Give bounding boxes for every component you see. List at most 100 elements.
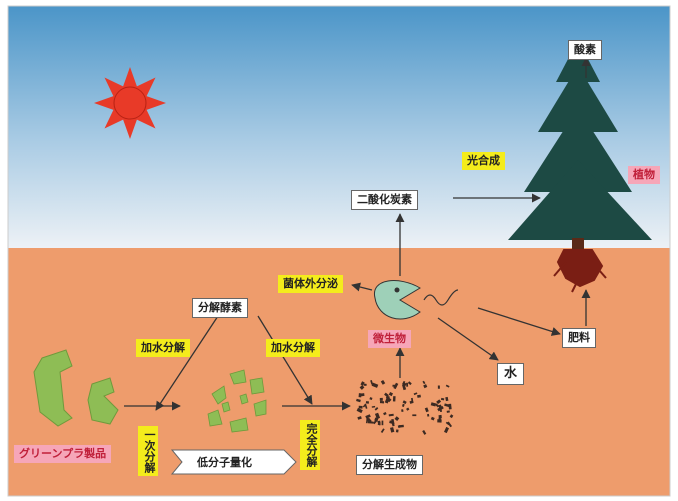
decomposition-product-speck	[437, 385, 440, 389]
decomposition-product-speck	[436, 399, 442, 405]
fertilizer-label: 肥料	[562, 328, 596, 348]
tree-icon	[508, 40, 652, 252]
decomposition-product-speck	[357, 416, 362, 420]
decomposition-product-speck	[394, 416, 400, 422]
molecular-weight-reduction-chevron	[170, 449, 297, 475]
decomposition-product-speck	[401, 403, 405, 407]
decomposition-product-speck	[423, 384, 428, 389]
decomposition-product-speck	[374, 407, 379, 411]
arrow-microbe-to-water	[437, 317, 499, 361]
decomposition-product-speck	[380, 428, 385, 433]
decomposition-product-speck	[417, 394, 421, 398]
decomposition-product-speck	[370, 380, 374, 385]
decomposition-product-speck	[407, 381, 412, 386]
arrow-microbe-to-secretion	[351, 282, 373, 292]
decomposition-product-speck	[384, 392, 389, 398]
decomposition-product-speck	[402, 400, 407, 405]
decomposition-product-speck	[359, 385, 365, 390]
decomposition-product-speck	[365, 414, 371, 419]
decomposition-product-speck	[447, 421, 453, 428]
decomposition-product-speck	[371, 405, 376, 408]
decomposition-product-speck	[444, 403, 451, 408]
decomposition-product-speck	[440, 397, 445, 401]
decomposition-product-speck	[369, 397, 373, 400]
decomposition-product-speck	[435, 403, 440, 408]
decomposition-product-speck	[445, 396, 449, 402]
decomposition-product-speck	[440, 409, 442, 412]
roots-icon	[553, 249, 607, 293]
molecular-weight-reduction-label: 低分子量化	[197, 456, 252, 469]
arrow-microbe-to-fertilizer	[477, 307, 561, 336]
decomposition-product-speck	[383, 411, 387, 416]
decomposition-product-speck	[358, 393, 362, 398]
decomposition-product-speck	[437, 419, 442, 423]
decomposition-product-speck	[363, 383, 367, 386]
decomposition-product-speck	[384, 396, 390, 404]
sun-icon	[94, 67, 166, 139]
decomposition-product-speck	[424, 407, 429, 413]
flow-arrows	[124, 57, 591, 411]
decomposition-products-label: 分解生成物	[356, 455, 423, 475]
arrow-enzyme-left	[155, 315, 219, 411]
decomposition-product-speck	[391, 423, 395, 427]
decomposition-enzyme-label: 分解酵素	[192, 298, 248, 318]
decomposition-product-speck	[445, 384, 450, 388]
decomposition-product-speck	[371, 382, 379, 388]
decomposition-product-speck	[356, 398, 361, 403]
co2-label: 二酸化炭素	[351, 190, 418, 210]
decomposition-product-speck	[365, 401, 369, 404]
decomposition-product-speck	[373, 419, 378, 425]
decomposition-product-speck	[427, 413, 430, 417]
hydrolysis-left-label: 加水分解	[136, 339, 190, 357]
arrow-enzyme-right	[257, 315, 313, 405]
hydrolysis-right-label: 加水分解	[266, 339, 320, 357]
decomposition-product-speck	[446, 410, 450, 413]
decomposition-product-speck	[406, 407, 410, 411]
decomposition-product-speck	[422, 380, 426, 385]
fragments-icon	[207, 369, 267, 433]
decomposition-product-speck	[360, 393, 365, 397]
decomposition-product-speck	[392, 396, 396, 402]
decomposition-product-speck	[401, 409, 404, 413]
decomposition-product-speck	[430, 416, 435, 421]
decomposition-product-speck	[364, 403, 368, 409]
photosynthesis-label: 光合成	[462, 152, 505, 170]
decomposition-product-speck	[389, 420, 393, 424]
decomposition-product-speck	[390, 427, 395, 433]
decomposition-product-speck	[402, 380, 406, 385]
water-label: 水	[497, 363, 525, 385]
decomposition-product-speck	[395, 429, 399, 433]
microorganism-label: 微生物	[368, 330, 411, 348]
plant-label: 植物	[628, 166, 660, 184]
frame	[7, 5, 671, 497]
decomposition-product-speck	[422, 429, 427, 435]
microbe-icon	[374, 280, 459, 320]
green-plastic-product-label: グリーンプラ製品	[14, 445, 112, 463]
decomposition-product-speck	[397, 424, 401, 428]
decomposition-product-speck	[449, 414, 454, 419]
decomposition-product-speck	[388, 392, 394, 397]
decomposition-product-speck	[380, 380, 386, 385]
decomposition-product-speck	[381, 420, 384, 426]
decomposition-product-speck	[406, 382, 409, 387]
decomposition-product-speck	[388, 413, 394, 417]
decomposition-product-speck	[443, 426, 450, 434]
decomposition-product-speck	[438, 414, 442, 419]
decomposition-product-speck	[379, 400, 385, 404]
decomposition-product-speck	[358, 405, 363, 409]
decomposition-product-speck	[379, 397, 383, 401]
decomposition-product-speck	[374, 412, 381, 420]
decomposition-product-speck	[411, 397, 414, 403]
decomposition-product-speck	[392, 384, 397, 387]
oxygen-label: 酸素	[568, 40, 602, 60]
decomposition-product-speck	[366, 417, 372, 424]
decomposition-product-speck	[437, 405, 444, 412]
decomposition-product-speck	[360, 381, 365, 386]
green-plastic-product-icon	[33, 349, 119, 427]
decomposition-product-speck	[430, 402, 437, 407]
decomposition-product-speck	[377, 420, 381, 425]
extracellular-secretion-label: 菌体外分泌	[278, 275, 343, 293]
decomposition-product-speck	[412, 414, 417, 417]
decomposition-products-specks	[356, 380, 454, 435]
